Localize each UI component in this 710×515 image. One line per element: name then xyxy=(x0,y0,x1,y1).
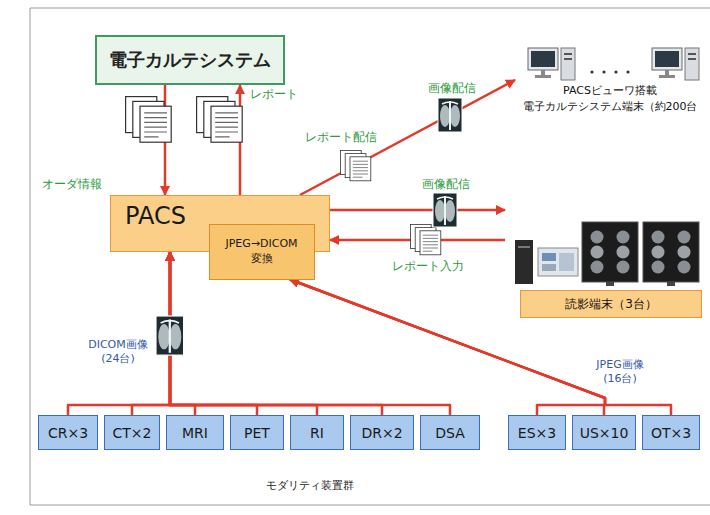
flow-label: 画像配信 xyxy=(428,80,476,97)
flow-label: オーダ情報 xyxy=(42,176,102,193)
report-documents xyxy=(410,224,440,254)
modality-box: RI xyxy=(290,415,344,450)
workstation-illustration xyxy=(515,222,699,286)
flow-label: JPEG画像 (16台) xyxy=(588,358,652,387)
node-text: PET xyxy=(244,425,270,441)
small-display xyxy=(538,248,578,276)
modality-box: CR×3 xyxy=(38,415,98,450)
drive-slot xyxy=(518,246,530,248)
report-documents xyxy=(340,150,370,180)
node-text: ES×3 xyxy=(518,425,556,441)
arrow-connector xyxy=(300,80,515,195)
dot xyxy=(626,70,629,73)
window xyxy=(542,264,556,271)
image-thumbnail xyxy=(156,316,184,355)
monitor xyxy=(582,222,638,282)
node-text: 電子カルテシステム xyxy=(109,48,271,72)
ellipsis-dots xyxy=(590,70,629,73)
node-text: OT×3 xyxy=(651,425,691,441)
scan-image xyxy=(652,261,665,274)
scan-image xyxy=(652,246,665,259)
node-text: JPEG→DICOM 変換 xyxy=(214,237,310,267)
arrow-connector xyxy=(68,252,170,415)
dot xyxy=(602,70,605,73)
scan-image xyxy=(678,261,691,274)
label-panel: 読影端末（3台） xyxy=(520,290,702,318)
tower xyxy=(515,240,533,284)
frame xyxy=(30,8,710,505)
text-label: レポート配信 xyxy=(305,129,377,146)
report-documents xyxy=(197,97,243,143)
stand xyxy=(606,282,614,286)
modality-box: ES×3 xyxy=(508,415,566,450)
dot xyxy=(590,70,593,73)
modality-box: OT×3 xyxy=(642,415,700,450)
image-thumbnail xyxy=(438,98,462,132)
terminal-group: PACSビューワ搭載 電子カルテシステム端末（約200台 xyxy=(515,42,705,114)
node-text: DR×2 xyxy=(361,425,402,441)
terminal-pc xyxy=(528,48,575,80)
modality-box: DR×2 xyxy=(350,415,414,450)
terminal-pc xyxy=(652,48,699,80)
node-text: DSA xyxy=(435,425,465,441)
modality-box: US×10 xyxy=(572,415,636,450)
arrow-connector xyxy=(330,209,505,212)
stand xyxy=(667,282,675,286)
node-text: RI xyxy=(310,425,324,441)
flow-label: 画像配信 xyxy=(422,176,470,193)
monitor xyxy=(643,222,699,282)
order-documents xyxy=(126,97,172,143)
window xyxy=(559,253,574,271)
node-text: CT×2 xyxy=(113,425,152,441)
window xyxy=(542,253,556,261)
node-text: MRI xyxy=(182,425,208,441)
system-box: 電子カルテシステム xyxy=(95,35,285,85)
image-thumbnail xyxy=(433,193,457,227)
scan-image xyxy=(617,231,630,244)
dot xyxy=(614,70,617,73)
arrow-connector xyxy=(290,280,671,416)
flow-label: レポート xyxy=(250,86,298,103)
node-text: PACSビューワ搭載 電子カルテシステム端末（約200台 xyxy=(515,83,705,114)
scan-image xyxy=(678,231,691,244)
flow-label: DICOM画像 (24台) xyxy=(84,338,152,367)
modality-box: MRI xyxy=(166,415,224,450)
modality-box: CT×2 xyxy=(104,415,160,450)
pacs-box: PACSJPEG→DICOM 変換 xyxy=(110,195,330,252)
text-label: モダリティ装置群 xyxy=(245,478,375,493)
scan-image xyxy=(652,231,665,244)
modality-box: DSA xyxy=(420,415,480,450)
scan-image xyxy=(591,246,604,259)
node-text: US×10 xyxy=(580,425,629,441)
modality-box: PET xyxy=(230,415,284,450)
reading-terminal: 読影端末（3台） xyxy=(505,195,705,322)
scan-image xyxy=(617,246,630,259)
scan-image xyxy=(617,261,630,274)
scan-image xyxy=(591,261,604,274)
scan-image xyxy=(591,231,604,244)
flow-label: レポート入力 xyxy=(392,258,464,275)
converter-box: JPEG→DICOM 変換 xyxy=(209,224,315,280)
node-text: CR×3 xyxy=(48,425,88,441)
scan-image xyxy=(678,246,691,259)
node-text: 読影端末（3台） xyxy=(565,296,657,313)
